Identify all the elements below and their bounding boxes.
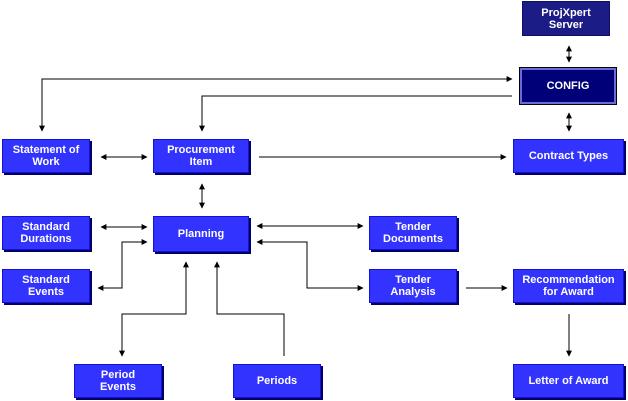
connector-config-procurement-item — [199, 95, 512, 132]
node-tender-analysis[interactable]: Tender Analysis — [369, 269, 457, 303]
connector-planning-tender-analysis — [256, 239, 364, 291]
node-statement-of-work[interactable]: Statement of Work — [2, 139, 90, 173]
node-standard-events[interactable]: Standard Events — [2, 269, 90, 303]
node-recommendation-for-award[interactable]: Recommendation for Award — [513, 269, 624, 303]
node-letter-of-award[interactable]: Letter of Award — [513, 364, 624, 398]
node-period-events[interactable]: Period Events — [74, 364, 162, 398]
connector-events-planning — [97, 239, 148, 291]
connector-planning-period-events — [119, 261, 189, 357]
node-planning[interactable]: Planning — [153, 216, 249, 252]
connector-periods-planning — [214, 261, 285, 356]
node-periods[interactable]: Periods — [233, 364, 321, 398]
node-procurement-item[interactable]: Procurement Item — [153, 139, 249, 173]
node-contract-types[interactable]: Contract Types — [513, 139, 624, 173]
node-standard-durations[interactable]: Standard Durations — [2, 216, 90, 250]
node-projxpert-server[interactable]: ProjXpert Server — [522, 1, 610, 36]
node-config[interactable]: CONFIG — [519, 67, 617, 105]
node-tender-documents[interactable]: Tender Documents — [369, 216, 457, 250]
connector-config-statement-of-work — [39, 76, 513, 132]
